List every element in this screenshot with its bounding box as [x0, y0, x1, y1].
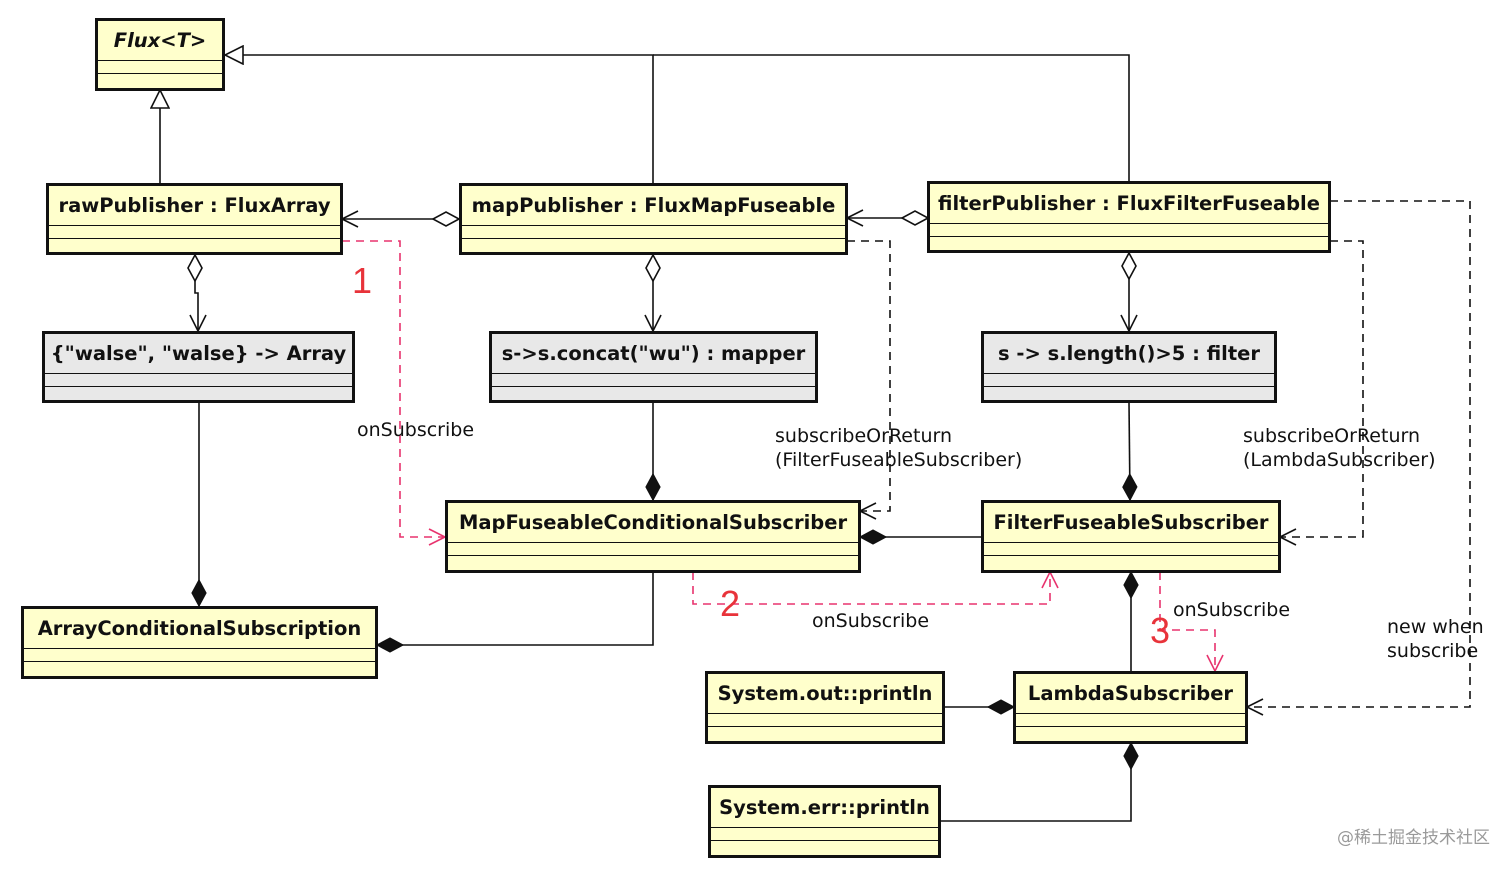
class-separator — [492, 373, 815, 374]
class-raw-publisher-name: rawPublisher : FluxArray — [58, 194, 331, 217]
label-line: new when — [1387, 616, 1484, 638]
generalization-map-to-flux — [225, 55, 654, 183]
class-separator — [492, 386, 815, 387]
class-array-subscription: ArrayConditionalSubscription — [21, 606, 378, 679]
flow-onsubscribe-3 — [1159, 572, 1224, 673]
class-filter-subscriber-name: FilterFuseableSubscriber — [993, 511, 1269, 534]
label-line: subscribeOrReturn — [775, 425, 953, 447]
class-separator — [1016, 713, 1245, 714]
class-out-println: System.out::println — [705, 671, 945, 744]
class-separator — [1016, 726, 1245, 727]
label-line: (FilterFuseableSubscriber) — [775, 449, 1023, 471]
class-map-publisher: mapPublisher : FluxMapFuseable — [459, 183, 848, 255]
class-separator — [462, 225, 845, 226]
class-separator — [448, 555, 858, 556]
class-separator — [984, 373, 1274, 374]
class-separator — [708, 713, 942, 714]
class-separator — [98, 73, 222, 74]
class-separator — [24, 661, 375, 662]
class-err-println-name: System.err::println — [719, 796, 930, 819]
label-onsubscribe-1: onSubscribe — [357, 419, 475, 441]
class-map-publisher-name: mapPublisher : FluxMapFuseable — [471, 194, 836, 217]
class-raw-publisher: rawPublisher : FluxArray — [46, 183, 343, 255]
class-flux-name: Flux<T> — [113, 29, 207, 52]
label-line: subscribe — [1387, 640, 1479, 662]
value-filter-name: s -> s.length()>5 : filter — [998, 342, 1260, 365]
class-separator — [708, 726, 942, 727]
generalization-filter-line — [653, 54, 1130, 181]
class-separator — [711, 840, 938, 841]
composition-filtersub-filterfn — [1129, 402, 1130, 500]
class-separator — [45, 373, 352, 374]
label-line: subscribeOrReturn — [1243, 425, 1421, 447]
class-separator — [98, 60, 222, 61]
class-separator — [930, 223, 1328, 224]
dependency-filter-subscribe-or-return — [1278, 240, 1364, 546]
dependency-map-subscribe-or-return — [847, 240, 891, 520]
value-filter: s -> s.length()>5 : filter — [981, 331, 1277, 403]
label-subscribe-or-return-filter: subscribeOrReturn (FilterFuseableSubscri… — [775, 424, 1022, 472]
class-separator — [45, 386, 352, 387]
step-number-3: 3 — [1150, 610, 1171, 651]
class-map-subscriber-name: MapFuseableConditionalSubscriber — [458, 511, 848, 534]
step-number-1: 1 — [352, 260, 373, 301]
value-mapper: s->s.concat("wu") : mapper — [489, 331, 818, 403]
class-map-subscriber: MapFuseableConditionalSubscriber — [445, 500, 861, 573]
label-line: (LambdaSubscriber) — [1243, 449, 1436, 471]
class-filter-publisher-name: filterPublisher : FluxFilterFuseable — [938, 192, 1320, 215]
watermark: @稀土掘金技术社区 — [1337, 828, 1490, 848]
step-number-2: 2 — [720, 583, 741, 624]
class-out-println-name: System.out::println — [717, 682, 933, 705]
class-lambda-subscriber: LambdaSubscriber — [1013, 671, 1248, 744]
class-separator — [711, 827, 938, 828]
class-filter-publisher: filterPublisher : FluxFilterFuseable — [927, 181, 1331, 253]
class-separator — [49, 238, 340, 239]
label-onsubscribe-2: onSubscribe — [812, 610, 930, 632]
label-new-when-subscribe: new when subscribe — [1387, 615, 1484, 663]
aggregation-raw-to-array — [195, 255, 198, 331]
class-separator — [24, 648, 375, 649]
class-array-subscription-name: ArrayConditionalSubscription — [37, 617, 362, 640]
class-separator — [49, 225, 340, 226]
class-separator — [930, 236, 1328, 237]
label-onsubscribe-3: onSubscribe — [1173, 599, 1291, 621]
flow-onsubscribe-1 — [342, 240, 447, 546]
class-separator — [984, 555, 1278, 556]
class-err-println: System.err::println — [708, 785, 941, 858]
class-separator — [984, 386, 1274, 387]
value-array-source-name: {"walse", "walse} -> Array — [50, 342, 347, 365]
value-mapper-name: s->s.concat("wu") : mapper — [501, 342, 806, 365]
class-flux: Flux<T> — [95, 18, 225, 91]
class-separator — [448, 542, 858, 543]
class-lambda-subscriber-name: LambdaSubscriber — [1027, 682, 1234, 705]
dependency-new-when-subscribe — [1245, 200, 1471, 716]
value-array-source: {"walse", "walse} -> Array — [42, 331, 355, 403]
composition-subscription-mapsub — [377, 572, 654, 645]
label-subscribe-or-return-lambda: subscribeOrReturn (LambdaSubscriber) — [1243, 424, 1436, 472]
flow-onsubscribe-2 — [692, 570, 1059, 605]
composition-lambda-err — [940, 743, 1131, 822]
class-filter-subscriber: FilterFuseableSubscriber — [981, 500, 1281, 573]
class-separator — [462, 238, 845, 239]
class-separator — [984, 542, 1278, 543]
